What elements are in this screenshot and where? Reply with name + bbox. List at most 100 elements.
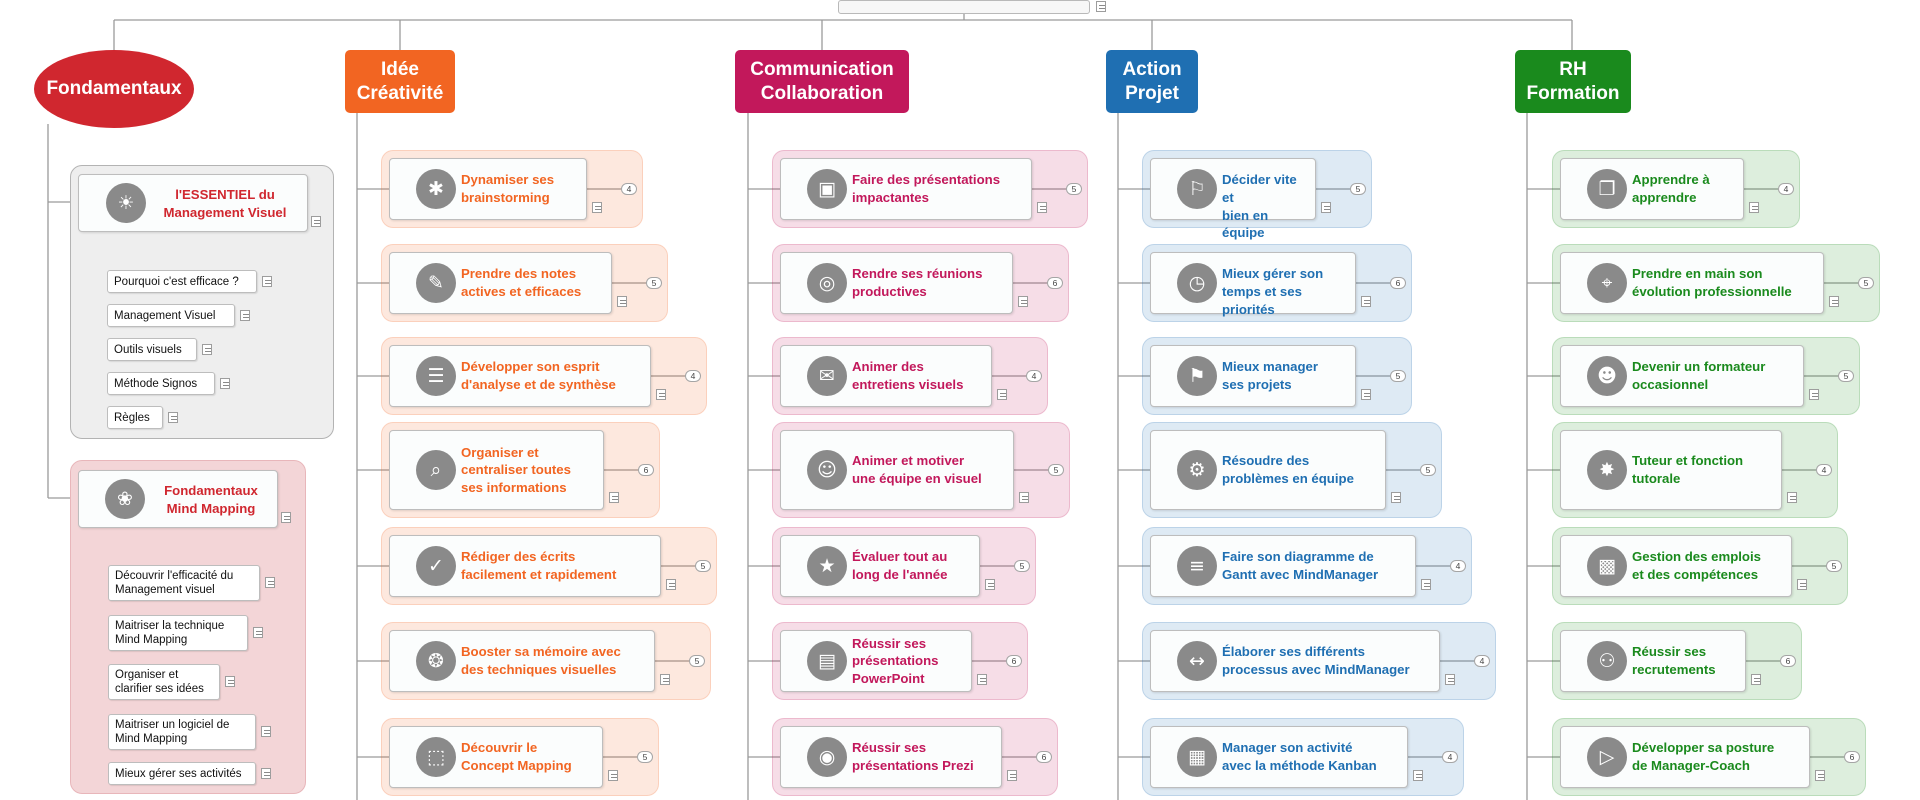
- note-icon[interactable]: [1321, 202, 1331, 213]
- concept-map-icon: ⬚: [416, 737, 456, 777]
- note-icon[interactable]: [609, 492, 619, 503]
- note-icon[interactable]: [253, 627, 263, 638]
- count-badge: 4: [1816, 464, 1832, 476]
- problem-solving-icon: ⚙: [1177, 450, 1217, 490]
- checkered-flag-icon: ⚑: [1177, 356, 1217, 396]
- note-icon[interactable]: [1787, 492, 1797, 503]
- trainer-icon: ☻: [1587, 356, 1627, 396]
- count-badge: 4: [685, 370, 701, 382]
- topic-card[interactable]: [1150, 158, 1316, 220]
- count-badge: 5: [1858, 277, 1874, 289]
- subtopic-item[interactable]: Mieux gérer ses activités: [108, 762, 256, 785]
- subtopic-item[interactable]: Découvrir l'efficacité du Management vis…: [108, 565, 260, 601]
- subtopic-item[interactable]: Maitriser la technique Mind Mapping: [108, 615, 248, 651]
- count-badge: 5: [1048, 464, 1064, 476]
- count-badge: 5: [689, 655, 705, 667]
- note-icon[interactable]: [1829, 296, 1839, 307]
- tutor-circle-icon: ✸: [1587, 450, 1627, 490]
- branch-header-fondamentaux[interactable]: Fondamentaux: [34, 50, 194, 128]
- network-icon: ✱: [416, 169, 456, 209]
- branch-title: Fondamentaux: [46, 78, 182, 99]
- count-badge: 5: [1826, 560, 1842, 572]
- note-icon[interactable]: [1809, 389, 1819, 400]
- note-icon[interactable]: [985, 579, 995, 590]
- topic-card[interactable]: [1150, 630, 1440, 692]
- note-icon[interactable]: [1361, 296, 1371, 307]
- meeting-icon: ◎: [807, 263, 847, 303]
- note-icon[interactable]: [225, 676, 235, 687]
- branch-header-action[interactable]: Action Projet: [1106, 50, 1198, 113]
- subtopic-item[interactable]: Management Visuel: [107, 304, 235, 327]
- count-badge: 6: [1780, 655, 1796, 667]
- note-icon[interactable]: [262, 275, 272, 287]
- count-badge: 5: [1066, 183, 1082, 195]
- note-icon[interactable]: [1751, 674, 1761, 685]
- topic-title: Développer son esprit d'analyse et de sy…: [461, 359, 616, 392]
- topic-title: Faire des présentations impactantes: [852, 172, 1001, 205]
- count-badge: 5: [637, 751, 653, 763]
- subtopic-item[interactable]: Méthode Signos: [107, 372, 215, 395]
- topic-title: Élaborer ses différents processus avec M…: [1222, 644, 1410, 677]
- prezi-icon: ◉: [807, 737, 847, 777]
- note-icon[interactable]: [977, 674, 987, 685]
- note-icon[interactable]: [202, 343, 212, 355]
- note-icon[interactable]: [1096, 1, 1106, 12]
- topic-title: Décider vite et bien en équipe: [1222, 172, 1297, 241]
- subtopic-item[interactable]: Organiser et clarifier ses idées: [108, 664, 220, 700]
- subtopic-item[interactable]: Maitriser un logiciel de Mind Mapping: [108, 714, 256, 750]
- note-icon[interactable]: [660, 674, 670, 685]
- root-topic: [838, 0, 1090, 14]
- note-icon[interactable]: [220, 377, 230, 389]
- count-badge: 5: [1390, 370, 1406, 382]
- branch-title: RH Formation: [1526, 58, 1620, 104]
- note-icon[interactable]: [311, 216, 321, 227]
- topic-title: Découvrir le Concept Mapping: [461, 740, 572, 773]
- branch-header-rh[interactable]: RH Formation: [1515, 50, 1631, 113]
- note-icon[interactable]: [997, 389, 1007, 400]
- note-icon[interactable]: [1797, 579, 1807, 590]
- branch-header-idee[interactable]: Idée Créativité: [345, 50, 455, 113]
- note-icon[interactable]: [265, 577, 275, 588]
- note-icon[interactable]: [1413, 770, 1423, 781]
- count-badge: 4: [1442, 751, 1458, 763]
- note-icon[interactable]: [1421, 579, 1431, 590]
- topic-title: Animer et motiver une équipe en visuel: [852, 453, 982, 486]
- note-icon[interactable]: [1361, 389, 1371, 400]
- note-icon[interactable]: [608, 770, 618, 781]
- note-icon[interactable]: [240, 309, 250, 321]
- topic-card[interactable]: [389, 535, 661, 597]
- note-icon[interactable]: [168, 411, 178, 423]
- chat-bubbles-icon: ✉: [807, 356, 847, 396]
- branch-header-communication[interactable]: Communication Collaboration: [735, 50, 909, 113]
- note-icon[interactable]: [261, 767, 271, 779]
- note-icon[interactable]: [1007, 770, 1017, 781]
- note-icon[interactable]: [1019, 492, 1029, 503]
- count-badge: 4: [1450, 560, 1466, 572]
- note-icon[interactable]: [1749, 202, 1759, 213]
- topic-card[interactable]: [389, 630, 655, 692]
- note-icon[interactable]: [1037, 202, 1047, 213]
- count-badge: 4: [1474, 655, 1490, 667]
- count-badge: 5: [1350, 183, 1366, 195]
- lightbulb-icon: ☀: [106, 183, 146, 223]
- open-book-icon: ❐: [1587, 169, 1627, 209]
- list-icon: ☰: [416, 356, 456, 396]
- note-icon[interactable]: [666, 579, 676, 590]
- topic-title: Rendre ses réunions productives: [852, 266, 983, 299]
- note-icon[interactable]: [1391, 492, 1401, 503]
- note-icon[interactable]: [1815, 770, 1825, 781]
- team-board-icon: ☺: [807, 450, 847, 490]
- note-icon[interactable]: [1018, 296, 1028, 307]
- note-icon[interactable]: [656, 389, 666, 400]
- note-icon[interactable]: [261, 726, 271, 737]
- note-icon[interactable]: [592, 202, 602, 213]
- subtopic-item[interactable]: Pourquoi c'est efficace ?: [107, 270, 257, 293]
- note-icon[interactable]: [617, 296, 627, 307]
- note-icon[interactable]: [281, 512, 291, 523]
- subtopic-item[interactable]: Règles: [107, 406, 163, 429]
- count-badge: 4: [1778, 183, 1794, 195]
- topic-title: Réussir ses présentations PowerPoint: [852, 635, 939, 686]
- note-icon[interactable]: [1445, 674, 1455, 685]
- subtopic-item[interactable]: Outils visuels: [107, 338, 197, 361]
- document-check-icon: ✓: [416, 546, 456, 586]
